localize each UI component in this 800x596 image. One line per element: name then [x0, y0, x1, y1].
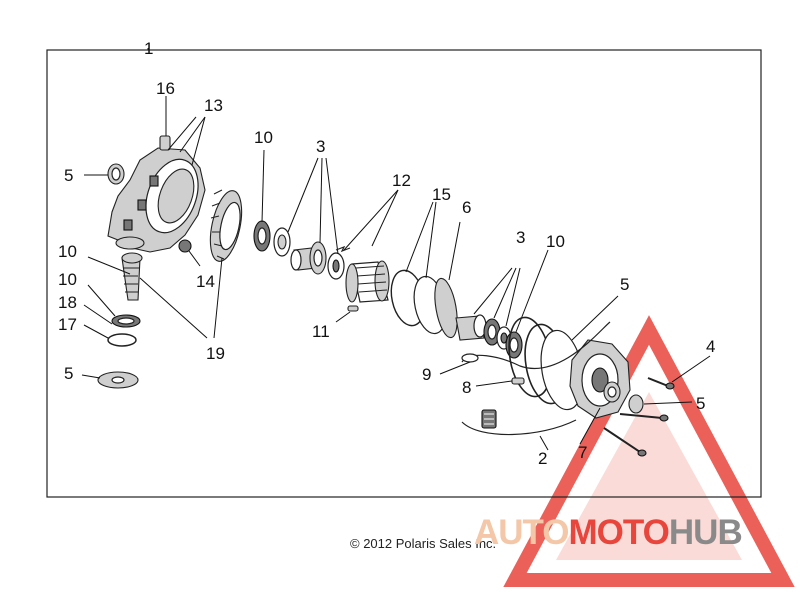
callout-1: 1 — [144, 39, 153, 58]
callout-17: 17 — [58, 315, 77, 334]
callout-3-a: 3 — [316, 137, 325, 156]
vent-fitting-16 — [159, 96, 171, 151]
end-cover-2 — [569, 339, 631, 419]
callout-15: 15 — [432, 185, 451, 204]
bearing-3-a — [273, 227, 291, 257]
clip-8 — [475, 377, 525, 387]
bearing-10-center — [253, 149, 271, 252]
disc-6 — [434, 221, 461, 339]
watermark-text: AUTOMOTOHUB — [474, 513, 742, 552]
callout-5-d: 5 — [696, 394, 705, 413]
wire-harness — [461, 321, 611, 436]
callout-16: 16 — [156, 79, 175, 98]
callout-8: 8 — [462, 378, 471, 397]
callout-14: 14 — [196, 272, 215, 291]
pin-11 — [335, 305, 359, 323]
callout-11: 11 — [312, 322, 330, 341]
callout-10-b: 10 — [546, 232, 565, 251]
callout-10-a: 10 — [254, 128, 273, 147]
watermark-auto: AUTO — [474, 513, 569, 552]
callout-9: 9 — [422, 365, 431, 384]
copyright-text: © 2012 Polaris Sales Inc. — [350, 536, 496, 551]
callout-7: 7 — [578, 443, 587, 462]
callout-18: 18 — [58, 293, 77, 312]
callout-5-b: 5 — [64, 364, 73, 383]
roll-cage — [345, 260, 390, 303]
gearcase-housing — [107, 147, 206, 253]
bolts-4 — [603, 355, 711, 457]
fitting-14 — [178, 239, 201, 267]
diagram-frame — [46, 49, 762, 498]
watermark-moto: MOTO — [569, 513, 669, 552]
springs-12 — [335, 189, 399, 253]
callout-12: 12 — [392, 171, 411, 190]
bearing-18 — [111, 314, 141, 328]
bearing-3-b — [455, 314, 512, 350]
callout-10-d: 10 — [58, 270, 77, 289]
oring-17 — [107, 333, 137, 347]
callout-10-c: 10 — [58, 242, 77, 261]
screw-7 — [579, 407, 601, 445]
callout-13: 13 — [204, 96, 223, 115]
pinion-shaft — [121, 252, 143, 301]
callout-5-a: 5 — [64, 166, 73, 185]
seal-5-right — [628, 394, 693, 414]
callout-3-b: 3 — [516, 228, 525, 247]
seal-5-lower-left — [97, 371, 139, 389]
connector-9 — [439, 361, 471, 375]
callout-5-c: 5 — [620, 275, 629, 294]
callout-2: 2 — [538, 449, 547, 468]
ring-gear-19 — [209, 189, 243, 262]
watermark-hub: HUB — [669, 513, 742, 552]
seal-5-upper-left — [84, 163, 125, 185]
watermark-logo — [503, 315, 795, 587]
callout-4: 4 — [706, 337, 715, 356]
callout-6: 6 — [462, 198, 471, 217]
shaft-hub — [290, 241, 345, 280]
callout-19: 19 — [206, 344, 225, 363]
connector-block — [481, 409, 497, 429]
